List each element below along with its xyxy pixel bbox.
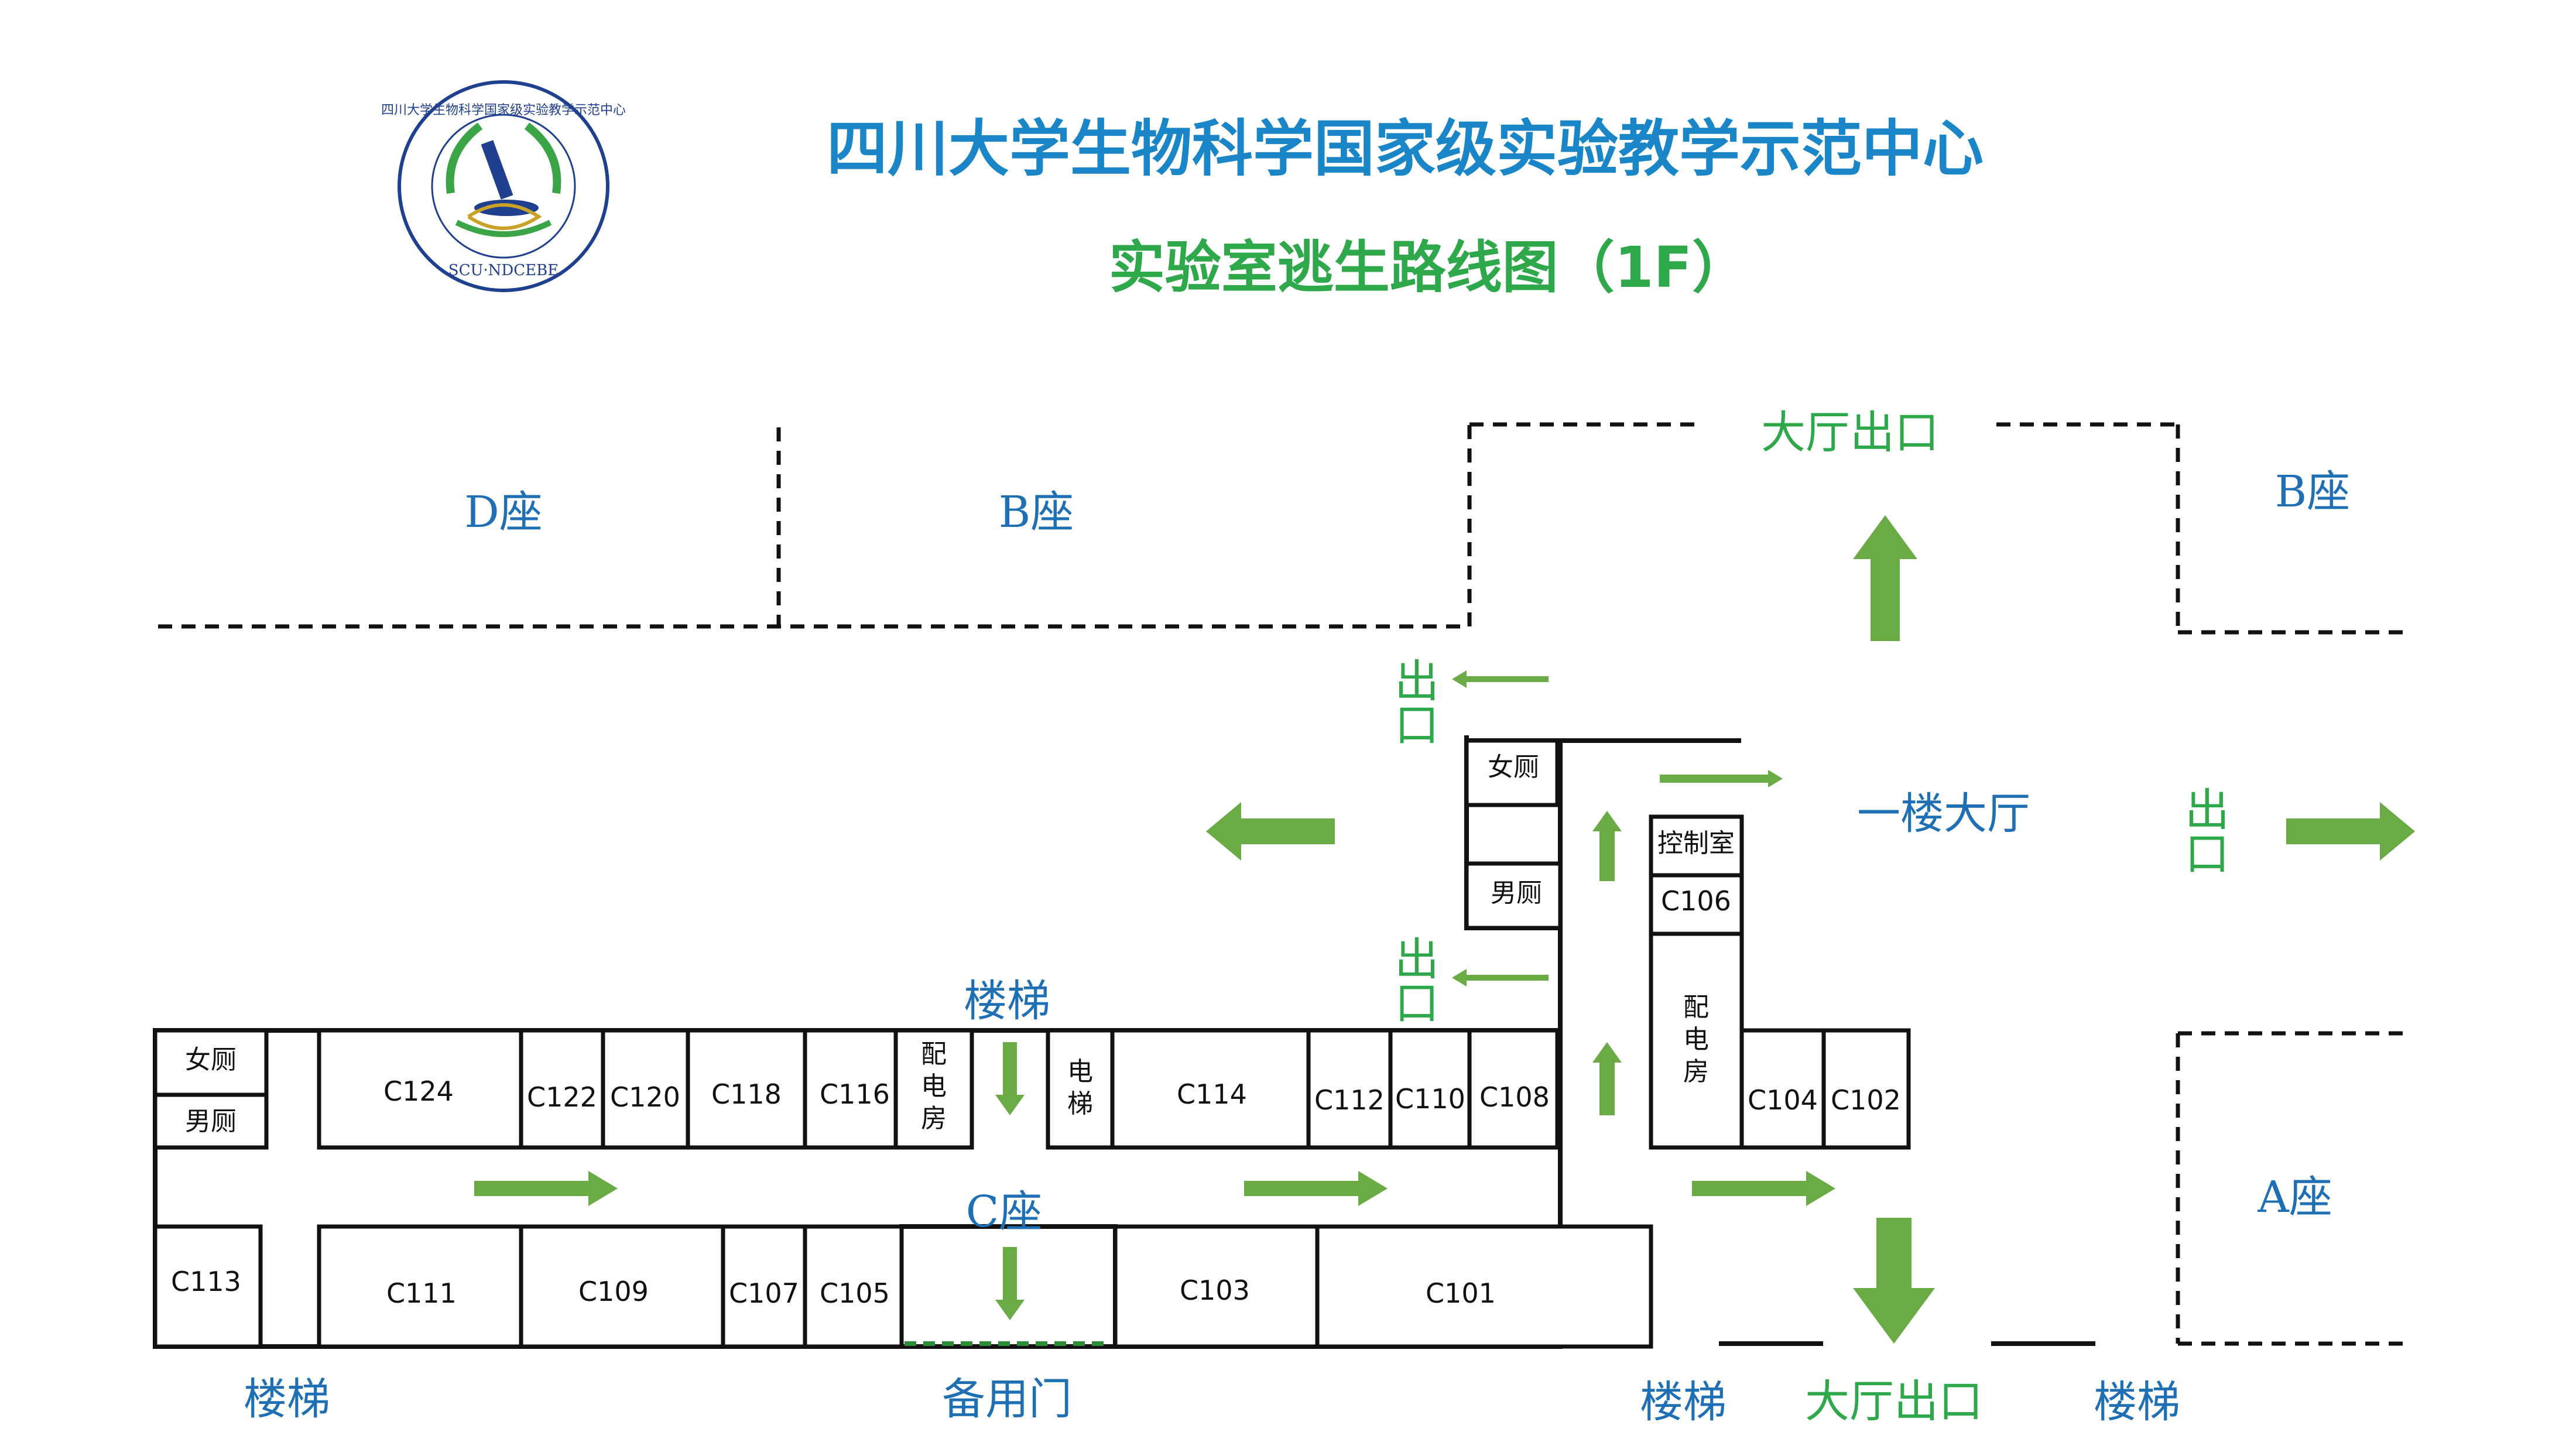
arrow-left-upper-exit: [1452, 670, 1549, 688]
room-c107: [721, 1224, 807, 1349]
room-c110-label: C110: [1395, 1083, 1465, 1115]
label-hall-exit-bottom: 大厅出口: [1805, 1375, 1983, 1427]
room-control: [1649, 814, 1744, 878]
room-elevator-label-1: 电: [1067, 1057, 1093, 1087]
room-power-right: [1649, 931, 1744, 1150]
control-block: 控制室 C106 配 电 房 C104 C102: [1649, 814, 1911, 1150]
room-c101: [1315, 1224, 1653, 1349]
room-mens-left: [153, 1092, 269, 1150]
page-title: 四川大学生物科学国家级实验教学示范中心: [827, 113, 1984, 184]
evacuation-arrows: [474, 515, 2415, 1344]
room-power-left-label-2: 电: [921, 1071, 947, 1101]
room-c120-label: C120: [610, 1081, 680, 1113]
upper-toilet-block: 女厕 男厕: [1464, 735, 1741, 930]
room-row-bottom: C113 C111 C109 C107 C105 C103 C101: [153, 1224, 1653, 1349]
label-b-block-left: B座: [999, 487, 1074, 537]
arrow-left-mid-exit: [1452, 969, 1549, 986]
label-stairs-top: 楼梯: [964, 976, 1050, 1026]
label-stairs-bottom-right: 楼梯: [2094, 1377, 2180, 1427]
label-exit-mid-1: 出: [1395, 933, 1439, 985]
room-c108-label: C108: [1479, 1081, 1550, 1113]
room-c116: [803, 1028, 898, 1150]
room-c118-label: C118: [711, 1078, 782, 1110]
label-stairs-bottom-left: 楼梯: [244, 1374, 330, 1424]
room-c112-label: C112: [1314, 1084, 1385, 1116]
logo-seal: 四川大学生物科学国家级实验教学示范中心 SCU·NDCEBE: [381, 80, 626, 292]
label-b-block-right: B座: [2275, 467, 2350, 517]
label-exit-upper-2: 口: [1395, 699, 1439, 751]
room-c108: [1467, 1028, 1560, 1150]
label-backup-door: 备用门: [942, 1374, 1072, 1424]
room-power-left-label-1: 配: [921, 1039, 947, 1069]
arrow-down-hall-exit: [1853, 1218, 1935, 1344]
room-power-left-label-3: 房: [921, 1104, 947, 1133]
room-c109: [519, 1224, 725, 1349]
room-power-left: [893, 1028, 974, 1150]
room-c124-label: C124: [383, 1075, 454, 1107]
room-c122-label: C122: [527, 1081, 597, 1113]
logo-ring-text: 四川大学生物科学国家级实验教学示范中心: [381, 103, 626, 118]
room-c102-label: C102: [1831, 1084, 1901, 1116]
room-c118: [686, 1028, 807, 1150]
room-c107-label: C107: [729, 1277, 799, 1309]
room-c103: [1113, 1224, 1320, 1349]
room-womens-upper: [1464, 738, 1560, 807]
arrow-left-big: [1206, 802, 1335, 861]
building-boundaries: [158, 422, 2412, 1346]
room-c116-label: C116: [820, 1078, 890, 1110]
room-c120: [601, 1028, 690, 1150]
arrow-right-corridor-2: [1244, 1171, 1388, 1206]
label-stairs-bottom-center: 楼梯: [1640, 1377, 1727, 1427]
room-c104: [1739, 1028, 1826, 1150]
room-row-top: 女厕 男厕 C124 C122 C120 C118 C116 配 电 房 电 梯…: [153, 1028, 1560, 1150]
label-exit-right-1: 出: [2185, 784, 2229, 836]
room-power-right-label-3: 房: [1683, 1057, 1709, 1087]
room-c101-label: C101: [1426, 1277, 1496, 1309]
arrow-up-lower: [1592, 1042, 1622, 1115]
room-c111-label: C111: [386, 1277, 457, 1309]
logo-bottom-text: SCU·NDCEBE: [448, 262, 559, 279]
room-control-label: 控制室: [1657, 828, 1735, 858]
room-power-right-label-2: 电: [1683, 1025, 1709, 1054]
page-subtitle: 实验室逃生路线图（1F）: [1109, 235, 1748, 300]
room-c104-label: C104: [1748, 1084, 1818, 1116]
room-c105-label: C105: [820, 1277, 890, 1309]
arrow-up-hall-exit: [1853, 515, 1917, 641]
room-womens-upper-label: 女厕: [1488, 752, 1539, 782]
room-c111: [317, 1224, 523, 1349]
room-c102: [1821, 1028, 1911, 1150]
room-power-right-label-1: 配: [1683, 992, 1709, 1022]
room-c103-label: C103: [1180, 1275, 1250, 1306]
label-exit-mid-2: 口: [1395, 977, 1439, 1029]
room-womens-left: [153, 1028, 269, 1097]
arrow-right-corridor-3: [1692, 1171, 1835, 1206]
arrow-right-corridor-1: [474, 1171, 618, 1206]
room-elevator-label-2: 梯: [1067, 1089, 1093, 1119]
room-womens-left-label: 女厕: [185, 1045, 237, 1075]
label-hall-exit-top: 大厅出口: [1761, 406, 1939, 458]
label-a-block: A座: [2257, 1172, 2332, 1222]
label-exit-right-2: 口: [2185, 828, 2229, 880]
room-mens-left-label: 男厕: [185, 1107, 237, 1136]
arrow-down-backup-door: [995, 1247, 1025, 1320]
room-c105: [803, 1224, 904, 1349]
room-mens-upper-label: 男厕: [1491, 878, 1542, 908]
label-c-block: C座: [966, 1187, 1043, 1237]
room-c113: [153, 1224, 263, 1349]
label-d-block: D座: [464, 487, 542, 537]
arrow-right-east-exit: [2286, 802, 2415, 861]
room-c114-label: C114: [1177, 1078, 1247, 1110]
room-c113-label: C113: [171, 1266, 241, 1297]
room-c106-label: C106: [1661, 885, 1731, 917]
room-c109-label: C109: [578, 1276, 649, 1307]
label-exit-upper-1: 出: [1395, 655, 1439, 707]
label-main-hall: 一楼大厅: [1857, 789, 2030, 839]
arrow-down-stair: [995, 1042, 1025, 1115]
arrow-right-to-hall: [1660, 770, 1783, 787]
room-mens-upper: [1464, 861, 1563, 930]
arrow-up-upper: [1592, 811, 1622, 881]
